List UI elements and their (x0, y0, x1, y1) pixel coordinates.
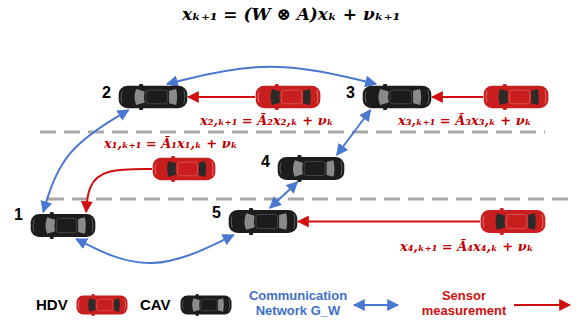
vehicle-number: 5 (212, 203, 221, 222)
sensor-symbol (514, 304, 570, 306)
legend-label: CAV (140, 296, 171, 313)
cav-car: 4 (277, 155, 345, 182)
car-shape (480, 208, 546, 235)
dynamics-equation: x₄,ₖ₊₁ = Ã₄x₄,ₖ + νₖ (400, 239, 534, 255)
car-shape (228, 208, 298, 235)
communication-link (167, 67, 376, 84)
vehicle-number: 3 (346, 83, 355, 102)
car-shape (30, 212, 96, 239)
lane-line (48, 198, 576, 201)
car-body (119, 84, 188, 110)
cav-car: 5 (228, 208, 298, 235)
hdv-icon (77, 294, 128, 316)
legend-label: Sensor measurement (418, 289, 510, 319)
car-shape (152, 156, 216, 182)
vehicle-number: 1 (14, 205, 23, 224)
car-body (31, 212, 96, 239)
dynamics-equation: x₂,ₖ₊₁ = Ã₂x₂,ₖ + νₖ (200, 113, 334, 129)
sensor-arrow (298, 221, 480, 223)
sensor-arrow (432, 96, 483, 98)
car-shape (483, 84, 549, 110)
car-body (363, 84, 432, 110)
communication-link (270, 182, 297, 208)
car-body (278, 155, 345, 182)
dynamics-equation: x₁,ₖ₊₁ = Ã₁x₁,ₖ + νₖ (104, 136, 238, 152)
legend-entry: Sensor measurement (418, 289, 510, 319)
cav-car: 3 (362, 84, 432, 110)
communication-link (337, 110, 371, 155)
vehicle-number: 2 (102, 83, 111, 102)
car-shape (277, 155, 345, 182)
car-body (256, 84, 321, 110)
sensor-arrow (86, 169, 152, 212)
dynamics-equation: x₃,ₖ₊₁ = Ã₃x₃,ₖ + νₖ (398, 113, 532, 129)
car-body (229, 208, 298, 235)
legend-entry: Communication Network G_W (246, 289, 350, 319)
car-body (481, 208, 546, 235)
legend-entry: CAV (140, 296, 171, 313)
cav-car: 1 (30, 212, 96, 239)
communication-symbol (354, 304, 398, 306)
car-shape (362, 84, 432, 110)
legend-label: HDV (36, 296, 68, 313)
communication-link (76, 235, 233, 263)
legend-entry: HDV (36, 296, 68, 313)
legend-label: Communication Network G_W (246, 289, 350, 319)
hdv-car: x₃,ₖ₊₁ = Ã₃x₃,ₖ + νₖ (483, 84, 549, 110)
hdv-car: x₂,ₖ₊₁ = Ã₂x₂,ₖ + νₖ (255, 84, 321, 110)
cav-car: 2 (118, 84, 188, 110)
car-shape (255, 84, 321, 110)
communication-link (43, 110, 128, 212)
car-body (484, 84, 549, 110)
hdv-car: x₁,ₖ₊₁ = Ã₁x₁,ₖ + νₖ (152, 156, 216, 182)
vehicle-number: 4 (261, 152, 270, 171)
car-shape (118, 84, 188, 110)
sensor-arrow (188, 96, 255, 98)
car-body (153, 156, 216, 182)
state-equation: xₖ₊₁ = (W ⊗ A)xₖ + νₖ₊₁ (0, 4, 582, 24)
lane-line (40, 131, 545, 134)
hdv-car: x₄,ₖ₊₁ = Ã₄x₄,ₖ + νₖ (480, 208, 546, 235)
cav-icon (181, 294, 232, 316)
